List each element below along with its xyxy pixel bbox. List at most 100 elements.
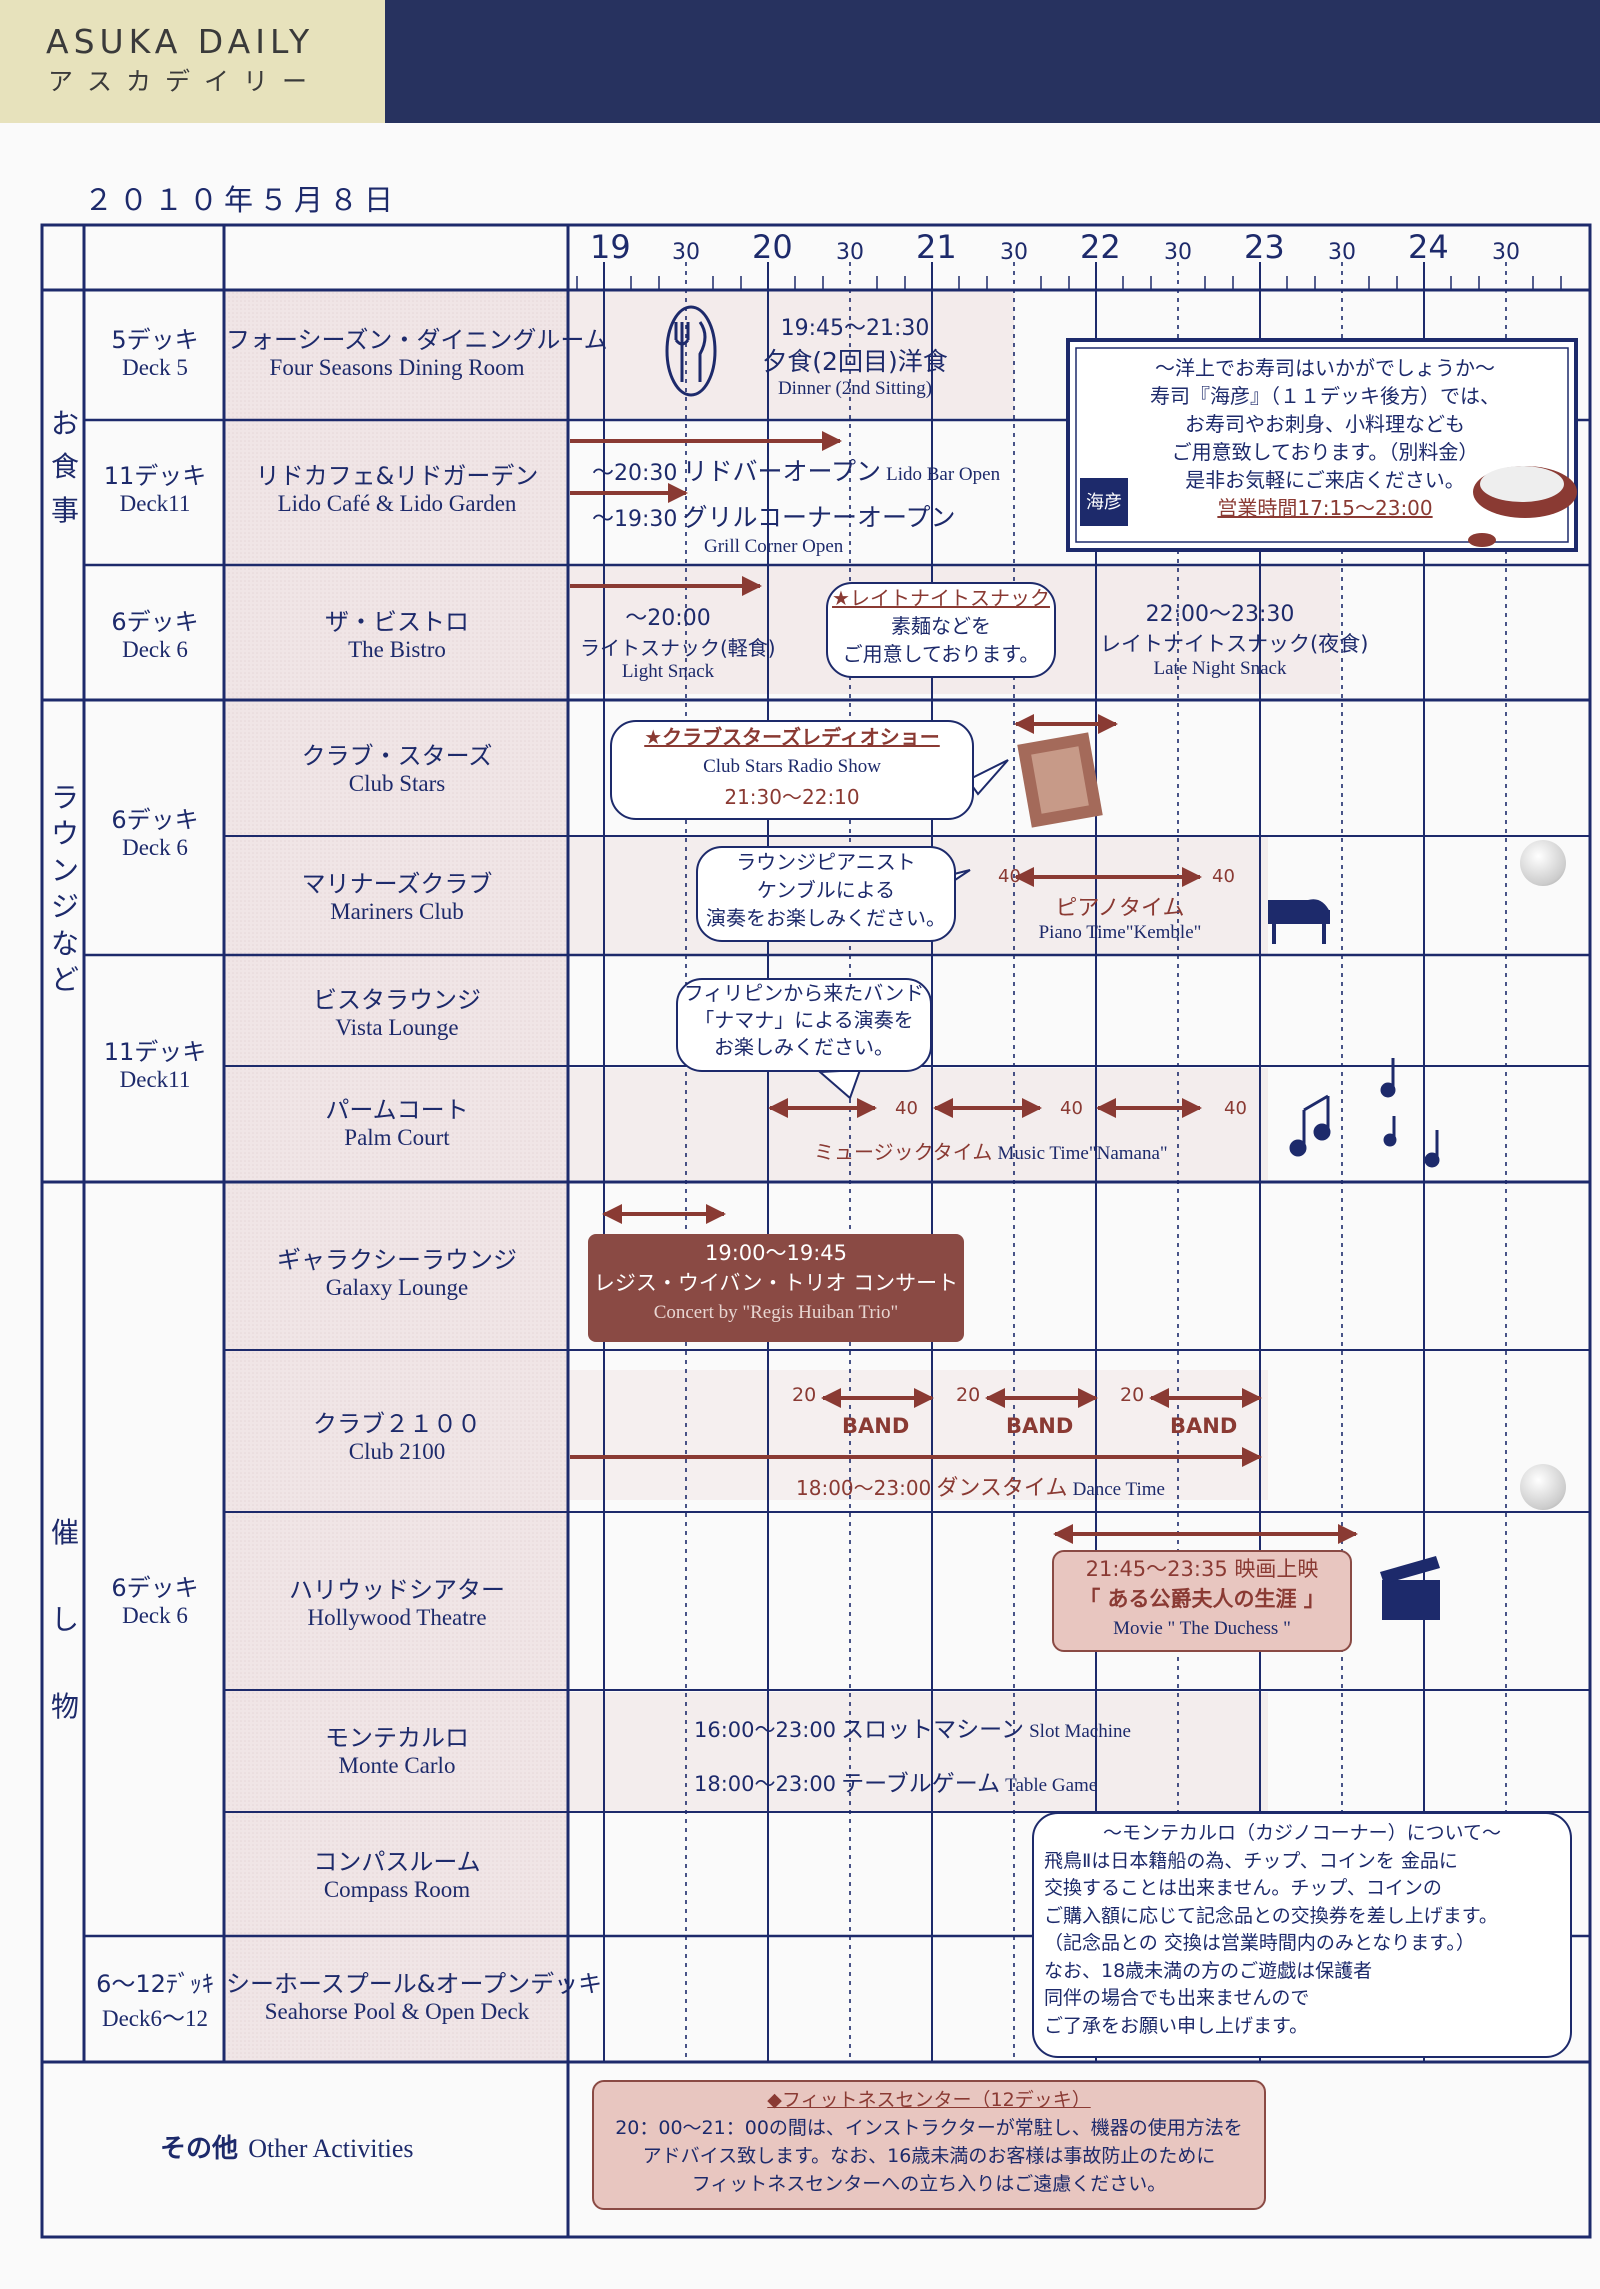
sushi-line: 是非お気軽にご来店ください。	[1185, 468, 1465, 492]
dance-en: Dance Time	[1072, 1479, 1165, 1500]
band-note: フィリピンから来たバンド 「ナマナ」による演奏を お楽しみください。	[676, 978, 932, 1072]
venue-en: Palm Court	[344, 1125, 450, 1150]
deck-en: Deck6〜12	[101, 2006, 209, 2031]
venue-jp: リドカフェ&リドガーデン	[255, 462, 539, 490]
sushi-line: 〜洋上でお寿司はいかがでしょうか〜	[1155, 356, 1495, 380]
dinner-jp: 夕食(2回目)洋食	[762, 347, 948, 376]
light-snack-time: 〜20:00	[625, 606, 711, 631]
band-note-line: お楽しみください。	[714, 1035, 894, 1059]
fitness-center-notice: ◆フィットネスセンター（12デッキ） 20：00〜21：00の間は、インストラク…	[592, 2080, 1266, 2210]
sushi-line: お寿司やお刺身、小料理なども	[1185, 412, 1465, 436]
venue-en: Lido Café & Lido Garden	[277, 491, 517, 516]
lido-bar-jp: リドバーオープン	[682, 457, 882, 486]
music-jp: ミュージックタイム	[814, 1140, 993, 1164]
category-char: ラ	[50, 781, 79, 814]
slot-jp: スロットマシーン	[841, 1717, 1024, 1743]
category-char: 事	[50, 493, 79, 527]
lido-bar-time: 〜20:30	[592, 461, 678, 486]
category-char: し	[50, 1602, 79, 1636]
casino-line: 同伴の場合でも出来ませんので	[1044, 1987, 1310, 2009]
venue-en: Compass Room	[323, 1877, 471, 1902]
brand-title: ASUKA DAILY	[46, 22, 315, 61]
category-lounge: ラ ウ ン ジ な ど	[50, 780, 80, 998]
piano-icon	[1268, 899, 1330, 944]
casino-line: ご購入額に応じて記念品との交換券を差し上げます。	[1044, 1904, 1498, 1927]
regis-en: Concert by "Regis Huiban Trio"	[653, 1302, 899, 1323]
half-hour-label: 30	[672, 240, 700, 265]
hour-22: 22	[1080, 228, 1121, 266]
radio-time: 21:30〜22:10	[724, 785, 860, 809]
grill-jp: グリルコーナーオープン	[682, 503, 956, 532]
dance-time: 18:00〜23:00	[796, 1476, 932, 1500]
deck-en: Deck 6	[122, 637, 188, 662]
lido-bar-en: Lido Bar Open	[886, 464, 1001, 485]
sushi-plate-icon	[1468, 466, 1577, 547]
venue-en: Vista Lounge	[335, 1015, 459, 1040]
light-snack-en: Light Snack	[621, 661, 715, 682]
sushi-line: 寿司『海彦』（１１デッキ後方）では、	[1150, 384, 1500, 408]
fitness-line: フィットネスセンターへの立ち入りはご遠慮ください。	[691, 2173, 1167, 2195]
half-hour-label: 30	[1164, 240, 1192, 265]
radio-title: ★クラブスターズレディオショー	[644, 725, 940, 749]
deck-jp: 6デッキ	[111, 1574, 199, 1602]
band-minute: 20	[792, 1384, 817, 1406]
table-time: 18:00〜23:00	[694, 1772, 837, 1796]
late-note-title: ★レイトナイトスナック	[832, 586, 1050, 610]
band-label: BAND	[1006, 1414, 1074, 1438]
dinner-event: 19:45〜21:30 夕食(2回目)洋食 Dinner (2nd Sittin…	[760, 310, 950, 400]
venue-en: Monte Carlo	[338, 1753, 456, 1778]
deck-jp: 6デッキ	[111, 806, 199, 834]
fitness-line: アドバイス致します。なお、16歳未満のお客様は事故防止のために	[642, 2145, 1216, 2167]
sushi-notice: 〜洋上でお寿司はいかがでしょうか〜 寿司『海彦』（１１デッキ後方）では、 お寿司…	[1080, 354, 1570, 522]
sushi-line: ご用意致しております。（別料金）	[1171, 440, 1479, 464]
dinner-time: 19:45〜21:30	[780, 316, 930, 341]
radio-en: Club Stars Radio Show	[703, 756, 881, 777]
band-note-line: 「ナマナ」による演奏を	[694, 1008, 914, 1032]
lido-bar-event: 〜20:30 リドバーオープン Lido Bar Open	[592, 452, 1000, 488]
casino-line: 飛鳥Ⅱは日本籍船の為、チップ、コインを 金品に	[1044, 1849, 1458, 1872]
page-date: ２０１０年５月８日	[84, 183, 400, 217]
venue-en: Club Stars	[348, 771, 446, 796]
music-notes-icon	[1289, 1058, 1440, 1168]
music-minute: 40	[1060, 1098, 1083, 1119]
late-snack-en: Late Night Snack	[1153, 658, 1287, 679]
late-snack-note: ★レイトナイトスナック 素麺などを ご用意しております。	[826, 582, 1056, 678]
venue-en: Four Seasons Dining Room	[269, 355, 525, 380]
dance-time-event: 18:00〜23:00 ダンスタイム Dance Time	[796, 1470, 1165, 1502]
music-minute: 40	[1224, 1098, 1247, 1119]
venue-en: Seahorse Pool & Open Deck	[264, 1999, 530, 2024]
piano-start-minute: 40	[998, 866, 1021, 887]
venue-jp: クラブ２１００	[313, 1410, 481, 1438]
pianist-line: ケンブルによる	[756, 878, 896, 902]
category-char: 物	[50, 1689, 79, 1723]
binder-hole	[1520, 1464, 1566, 1510]
venue-jp: ハリウッドシアター	[289, 1576, 505, 1604]
venue-jp: ビスタラウンジ	[313, 986, 481, 1014]
band-label: BAND	[1170, 1414, 1238, 1438]
movie-time: 21:45〜23:35 映画上映	[1085, 1557, 1319, 1581]
hour-19: 19	[590, 228, 631, 266]
music-time-event: ミュージックタイム Music Time"Namana"	[814, 1136, 1168, 1165]
clapperboard-icon	[1380, 1556, 1440, 1620]
pianist-line: 演奏をお楽しみください。	[706, 906, 946, 930]
deck-jp: 11デッキ	[103, 462, 207, 490]
hour-23: 23	[1244, 228, 1285, 266]
category-char: 催	[50, 1516, 79, 1549]
half-hour-label: 30	[1000, 240, 1028, 265]
deck-en: Deck 6	[122, 1603, 188, 1628]
cutlery-icon	[665, 305, 717, 397]
movie-title-en: Movie " The Duchess "	[1113, 1618, 1291, 1639]
venue-en: Club 2100	[348, 1439, 446, 1464]
slot-en: Slot Machine	[1029, 1721, 1131, 1742]
band-note-line: フィリピンから来たバンド	[683, 981, 925, 1005]
table-game-event: 18:00〜23:00 テーブルゲーム Table Game	[694, 1764, 1097, 1798]
